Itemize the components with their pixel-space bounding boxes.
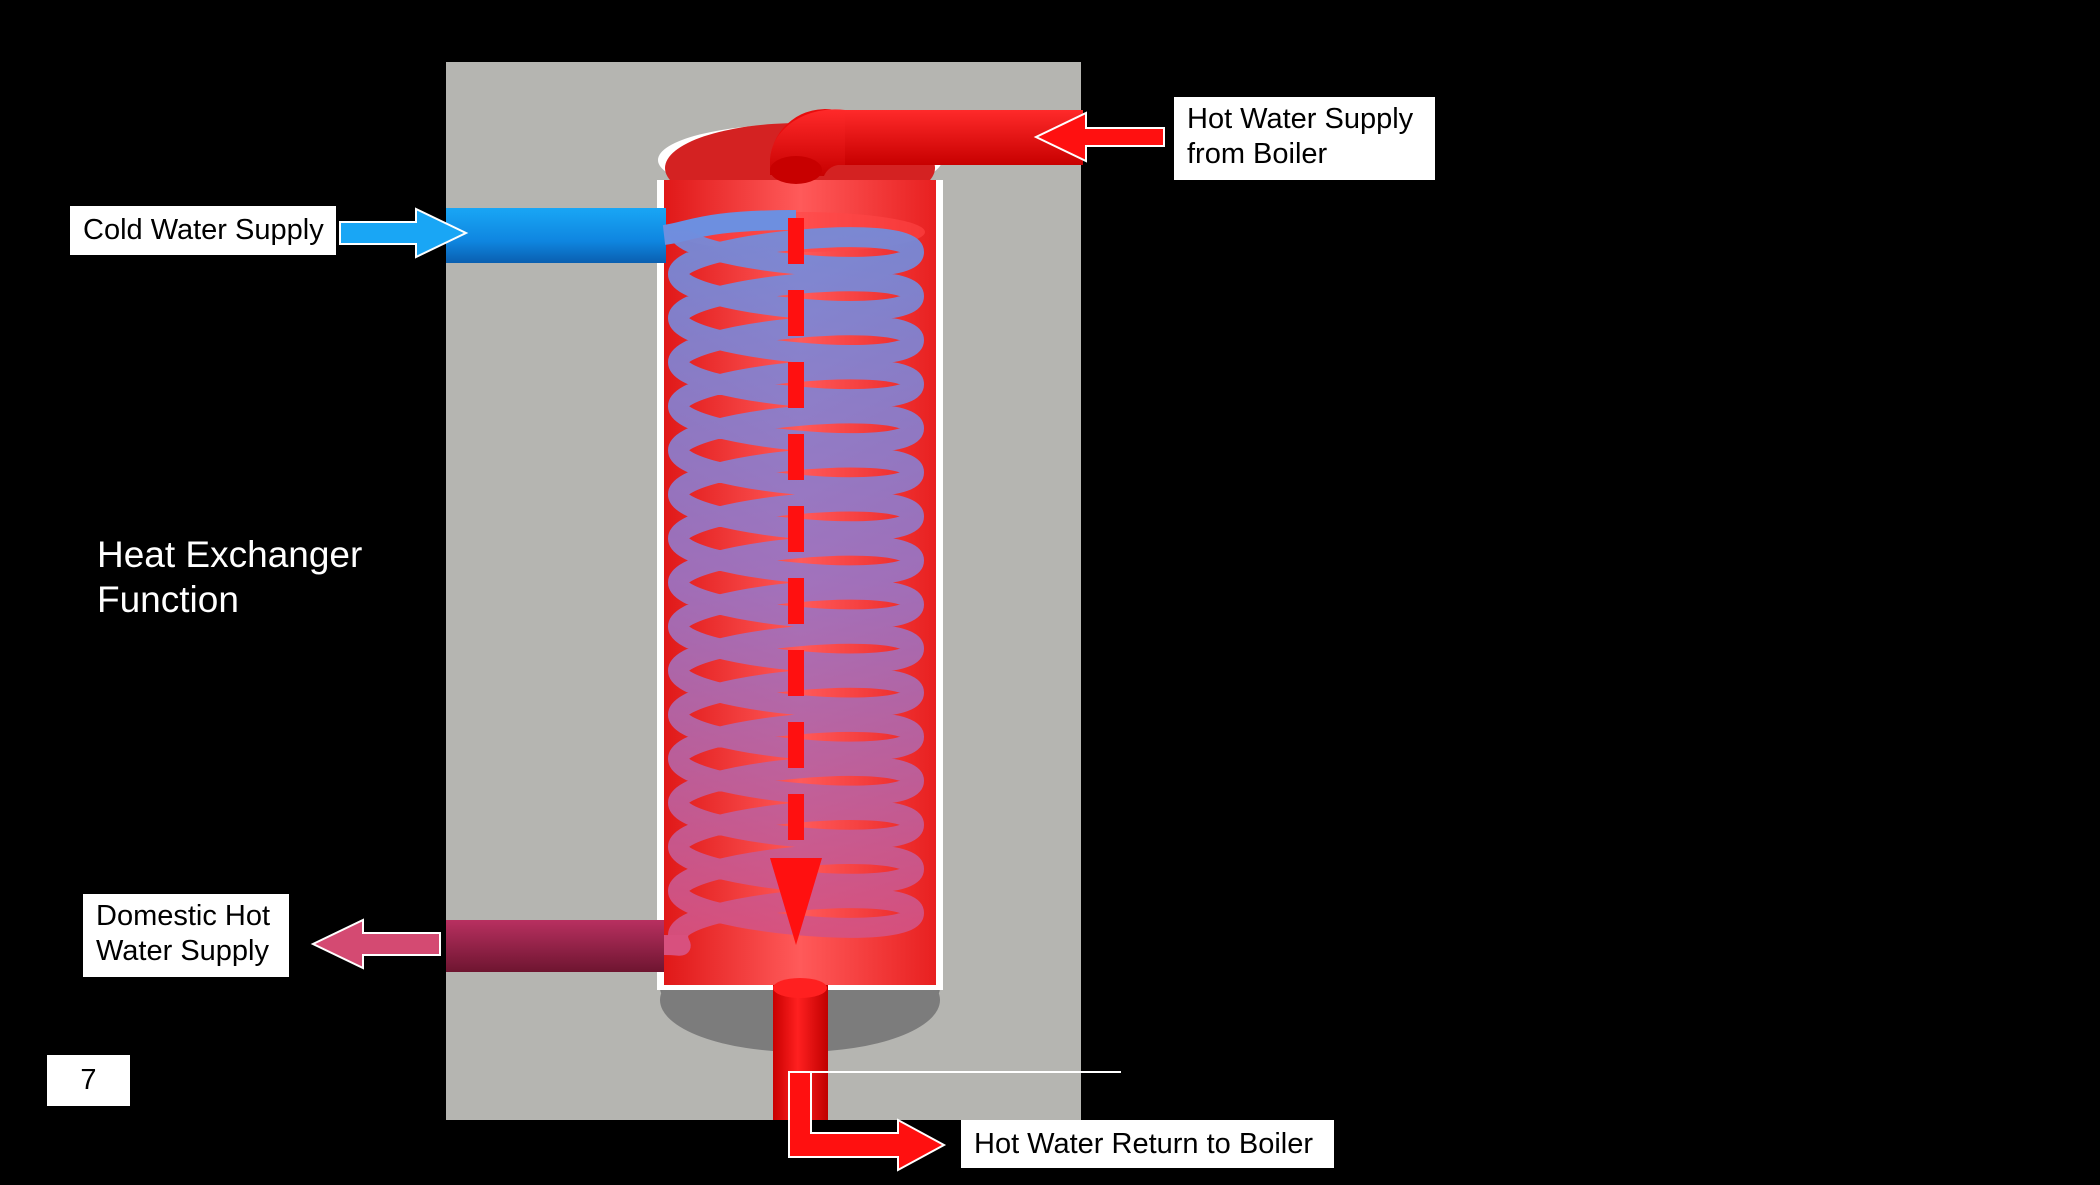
hot-return-pipe-top xyxy=(773,978,827,998)
heat-exchanger-coil xyxy=(662,210,924,956)
domestic-hot-water-arrow xyxy=(310,918,441,970)
domestic-hot-water-pipe xyxy=(446,920,664,972)
hot-supply-label-line1: Hot Water Supply xyxy=(1187,103,1414,135)
coil-outlet xyxy=(663,934,691,956)
hot-return-arrow xyxy=(788,1071,1121,1172)
hot-supply-label: Hot Water Supply from Boiler xyxy=(1174,97,1435,180)
cold-supply-label: Cold Water Supply xyxy=(70,206,336,255)
hot-supply-pipe-end xyxy=(770,156,822,184)
hot-return-label-text: Hot Water Return to Boiler xyxy=(974,1128,1313,1160)
hot-return-label: Hot Water Return to Boiler xyxy=(961,1120,1334,1168)
cold-water-pipe xyxy=(446,208,666,263)
cold-supply-arrow xyxy=(339,207,469,259)
flow-direction-arrowhead xyxy=(770,858,822,945)
coil-helix xyxy=(668,226,924,939)
domestic-label-line1: Domestic Hot xyxy=(96,900,271,932)
domestic-label-line2: Water Supply xyxy=(96,935,269,967)
hot-supply-arrow xyxy=(1033,111,1165,163)
page-number: 7 xyxy=(47,1055,130,1106)
domestic-hot-water-label: Domestic Hot Water Supply xyxy=(83,894,289,977)
hot-supply-label-line2: from Boiler xyxy=(1187,138,1328,170)
title-line1: Heat Exchanger xyxy=(97,534,363,575)
cold-supply-label-text: Cold Water Supply xyxy=(83,214,324,246)
diagram-title: Heat Exchanger Function xyxy=(97,532,362,622)
title-line2: Function xyxy=(97,579,239,620)
